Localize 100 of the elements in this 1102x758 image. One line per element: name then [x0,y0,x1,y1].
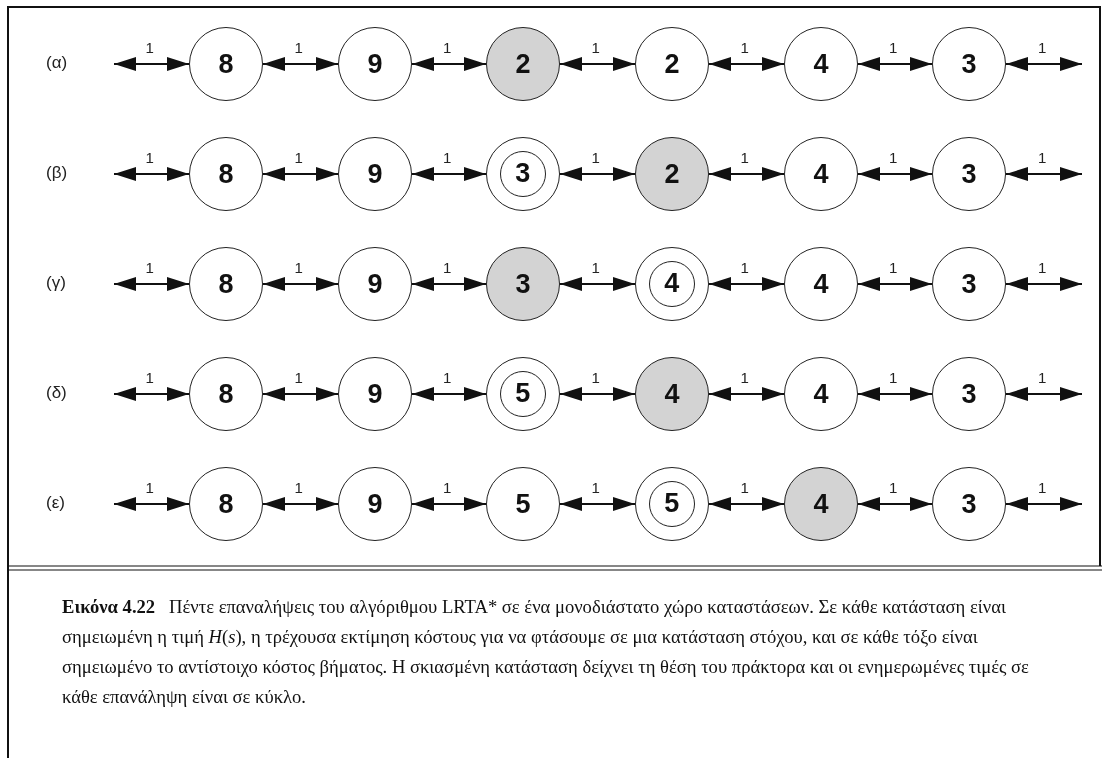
edge-label: 1 [144,40,155,55]
edge-label: 1 [888,260,899,275]
double-arrow [709,277,784,291]
edge-label: 1 [293,370,304,385]
heuristic-value: 3 [961,50,977,78]
double-arrow [858,277,932,291]
heuristic-value: 2 [664,160,680,188]
double-arrow [560,167,635,181]
double-arrow [1006,387,1082,401]
heuristic-value: 8 [218,490,234,518]
double-arrow [858,167,932,181]
edge-label: 1 [442,480,453,495]
edge-label: 1 [1037,370,1048,385]
double-arrow [1006,167,1082,181]
double-arrow [263,57,338,71]
double-arrow [1006,57,1082,71]
edge-label: 1 [144,480,155,495]
double-arrow [858,387,932,401]
heuristic-value: 9 [367,160,383,188]
heuristic-value: 8 [218,50,234,78]
heuristic-value: 3 [961,380,977,408]
heuristic-value: 9 [367,50,383,78]
double-arrow [709,167,784,181]
edge-label: 1 [442,370,453,385]
heuristic-value: 3 [961,160,977,188]
edge-label: 1 [293,150,304,165]
heuristic-value: 4 [813,270,829,298]
double-arrow [412,497,486,511]
edge-label: 1 [590,370,601,385]
double-arrow [560,497,635,511]
edge-label: 1 [293,40,304,55]
heuristic-value: 5 [664,490,680,518]
edge-label: 1 [739,40,750,55]
double-arrow [263,497,338,511]
double-arrow [412,387,486,401]
heuristic-value: 3 [961,490,977,518]
double-arrow [114,57,189,71]
edge-label: 1 [590,260,601,275]
edge-label: 1 [739,260,750,275]
edge-label: 1 [1037,150,1048,165]
heuristic-value: 5 [515,380,531,408]
double-arrow [263,167,338,181]
edge-label: 1 [888,40,899,55]
edge-label: 1 [144,150,155,165]
edge-label: 1 [144,260,155,275]
heuristic-value: 9 [367,270,383,298]
edge-label: 1 [888,370,899,385]
edge-label: 1 [739,480,750,495]
edge-label: 1 [442,150,453,165]
edge-label: 1 [590,150,601,165]
double-arrow [858,57,932,71]
edge-label: 1 [1037,480,1048,495]
edge-label: 1 [144,370,155,385]
heuristic-value: 8 [218,270,234,298]
edge-label: 1 [1037,40,1048,55]
heuristic-value: 9 [367,490,383,518]
heuristic-value: 4 [813,490,829,518]
row-label: (γ) [46,273,66,293]
edge-label: 1 [888,150,899,165]
heuristic-value: 4 [664,270,680,298]
edge-label: 1 [590,40,601,55]
heuristic-value: 9 [367,380,383,408]
edge-label: 1 [1037,260,1048,275]
double-arrow [560,277,635,291]
double-arrow [412,57,486,71]
double-arrow [412,277,486,291]
row-label: (β) [46,163,68,183]
double-arrow [858,497,932,511]
heuristic-value: 4 [664,380,680,408]
row-label: (α) [46,53,68,73]
heuristic-value: 8 [218,160,234,188]
double-arrow [114,387,189,401]
double-arrow [709,57,784,71]
heuristic-value: 3 [515,160,531,188]
figure-caption: Εικόνα 4.22 Πέντε επαναλήψεις του αλγόριθμου LRTA* σε ένα μονοδιάστατο χώρο καταστάσεων. Σε κάθε κατάσταση είναι σημειωμένη η τιμή H(s), η τρέχουσα εκτίμηση κόστους για να φτάσουμε σε μια κατάσταση στόχου, και σε κάθε τόξο είναι σημειωμένο το αντίστοιχο κόστος βήματος. Η σκιασμένη κατάσταση δείχνει τη θέση του πράκτορα και οι ενημερωμένες τιμές σε κάθε επανάληψη είναι σε κύκλο. [62,595,1030,709]
heuristic-value: 3 [961,270,977,298]
row-label: (ε) [46,493,65,513]
double-arrow [114,167,189,181]
edge-label: 1 [293,480,304,495]
double-arrow [560,387,635,401]
edge-label: 1 [442,260,453,275]
heuristic-value: 4 [813,50,829,78]
double-arrow [114,277,189,291]
double-arrow [114,497,189,511]
heuristic-value: 2 [515,50,531,78]
double-arrow [1006,497,1082,511]
edge-label: 1 [739,150,750,165]
edge-label: 1 [739,370,750,385]
double-arrow [263,277,338,291]
edge-label: 1 [293,260,304,275]
double-arrow [412,167,486,181]
heuristic-value: 8 [218,380,234,408]
row-label: (δ) [46,383,67,403]
double-arrow [709,497,784,511]
heuristic-value: 4 [813,380,829,408]
edge-label: 1 [442,40,453,55]
heuristic-value: 5 [515,490,531,518]
double-arrow [263,387,338,401]
heuristic-value: 2 [664,50,680,78]
heuristic-value: 3 [515,270,531,298]
